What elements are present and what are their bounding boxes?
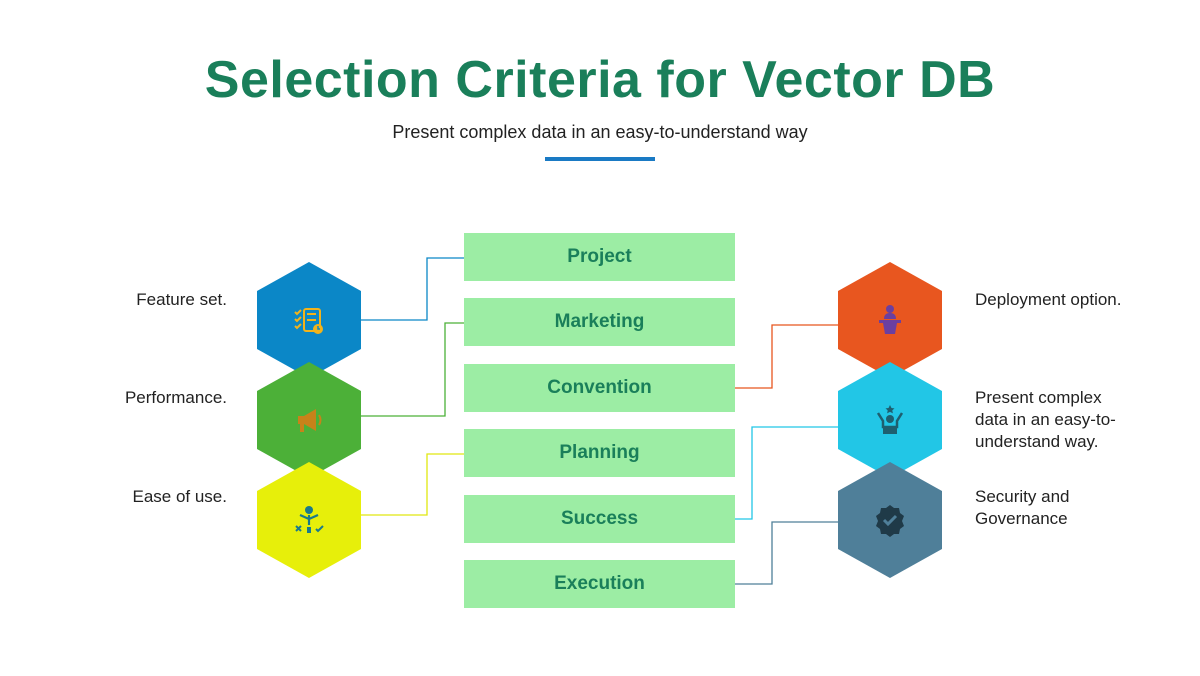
bar-label: Success: [560, 508, 639, 529]
bar-success: Success: [464, 495, 735, 543]
hex-performance: [257, 362, 361, 478]
label-ease-of-use: Ease of use.: [132, 487, 227, 506]
connector-ease-planning: [360, 453, 474, 516]
winner-icon: [876, 405, 904, 434]
connector-feature-project: [360, 257, 474, 321]
bar-label: Convention: [547, 377, 652, 398]
page-title: Selection Criteria for Vector DB: [204, 51, 996, 109]
speaker-podium-icon: [879, 305, 901, 334]
page-subtitle: Present complex data in an easy-to-under…: [392, 122, 808, 142]
bar-marketing: Marketing: [464, 298, 735, 346]
decision-person-icon: [295, 506, 324, 533]
bar-label: Planning: [559, 442, 640, 463]
label-feature-set: Feature set.: [136, 290, 227, 309]
connector-present-success: [724, 426, 839, 520]
bar-planning: Planning: [464, 429, 735, 477]
hex-feature-set: [257, 262, 361, 378]
bar-label: Project: [567, 246, 632, 267]
label-security: Security and Governance: [975, 487, 1070, 528]
connector-security-execution: [724, 521, 839, 585]
connector-performance-marketing: [360, 322, 474, 417]
verified-badge-icon: [876, 505, 904, 537]
bar-project: Project: [464, 233, 735, 281]
bar-label: Execution: [554, 573, 645, 594]
megaphone-icon: [298, 409, 322, 432]
label-deployment: Deployment option.: [975, 290, 1122, 309]
title-underline: [545, 157, 655, 161]
bar-execution: Execution: [464, 560, 735, 608]
connector-deployment-convention: [724, 324, 839, 389]
bar-label: Marketing: [554, 311, 645, 332]
bar-convention: Convention: [464, 364, 735, 412]
label-performance: Performance.: [124, 388, 227, 407]
checklist-icon: [294, 308, 323, 334]
label-present-data: Present complex data in an easy-to-under…: [975, 388, 1116, 451]
